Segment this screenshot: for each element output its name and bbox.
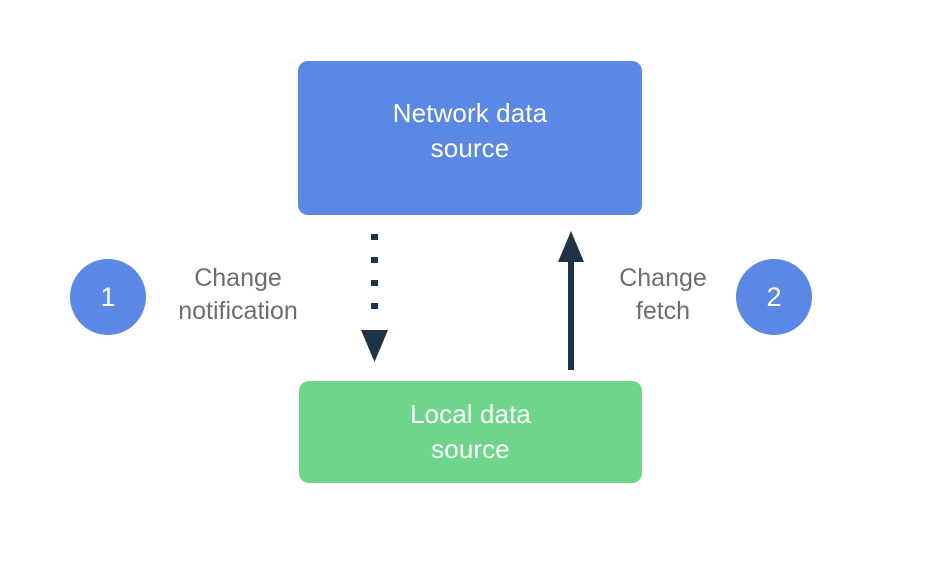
node-network-data-source: Network data source bbox=[298, 61, 642, 215]
edge-label-change-fetch: Change fetch bbox=[619, 264, 707, 325]
edge-label-change-notification: Change notification bbox=[178, 264, 298, 325]
arrow-down-head bbox=[361, 330, 388, 362]
node-local-data-source: Local data source bbox=[299, 381, 642, 483]
step-badge-2: 2 bbox=[736, 259, 812, 335]
arrow-solid-shaft bbox=[568, 258, 574, 370]
step-badge-1: 1 bbox=[70, 259, 146, 335]
node-local-data-source-label: Local data source bbox=[410, 399, 531, 464]
node-network-data-source-label: Network data source bbox=[392, 98, 548, 163]
step-badge-2-number: 2 bbox=[766, 281, 782, 312]
arrow-up-solid-change-fetch bbox=[558, 231, 584, 370]
step-badge-1-number: 1 bbox=[100, 281, 116, 312]
arrow-down-dotted-change-notification bbox=[361, 234, 388, 362]
arrow-up-head bbox=[558, 231, 584, 262]
